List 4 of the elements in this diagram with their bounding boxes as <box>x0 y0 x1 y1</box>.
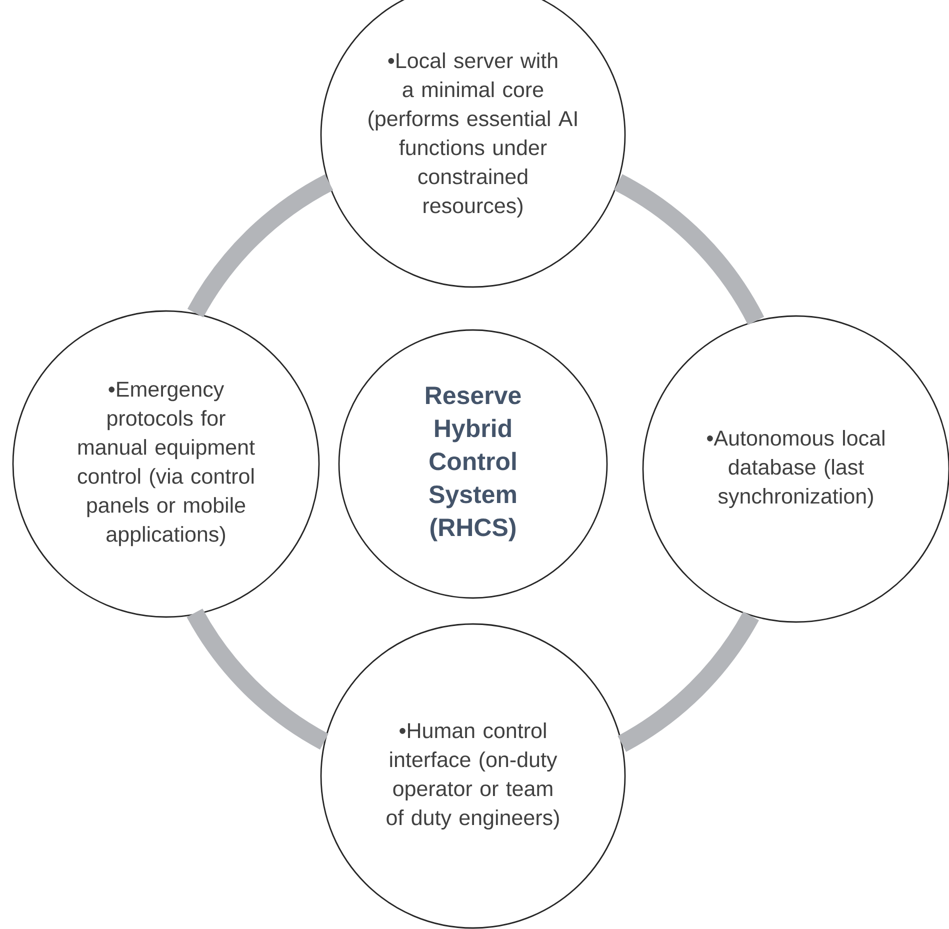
ring-arc <box>188 174 334 318</box>
ring-arc <box>186 608 329 750</box>
ring-arc <box>617 611 759 752</box>
ring-arc <box>614 174 764 326</box>
